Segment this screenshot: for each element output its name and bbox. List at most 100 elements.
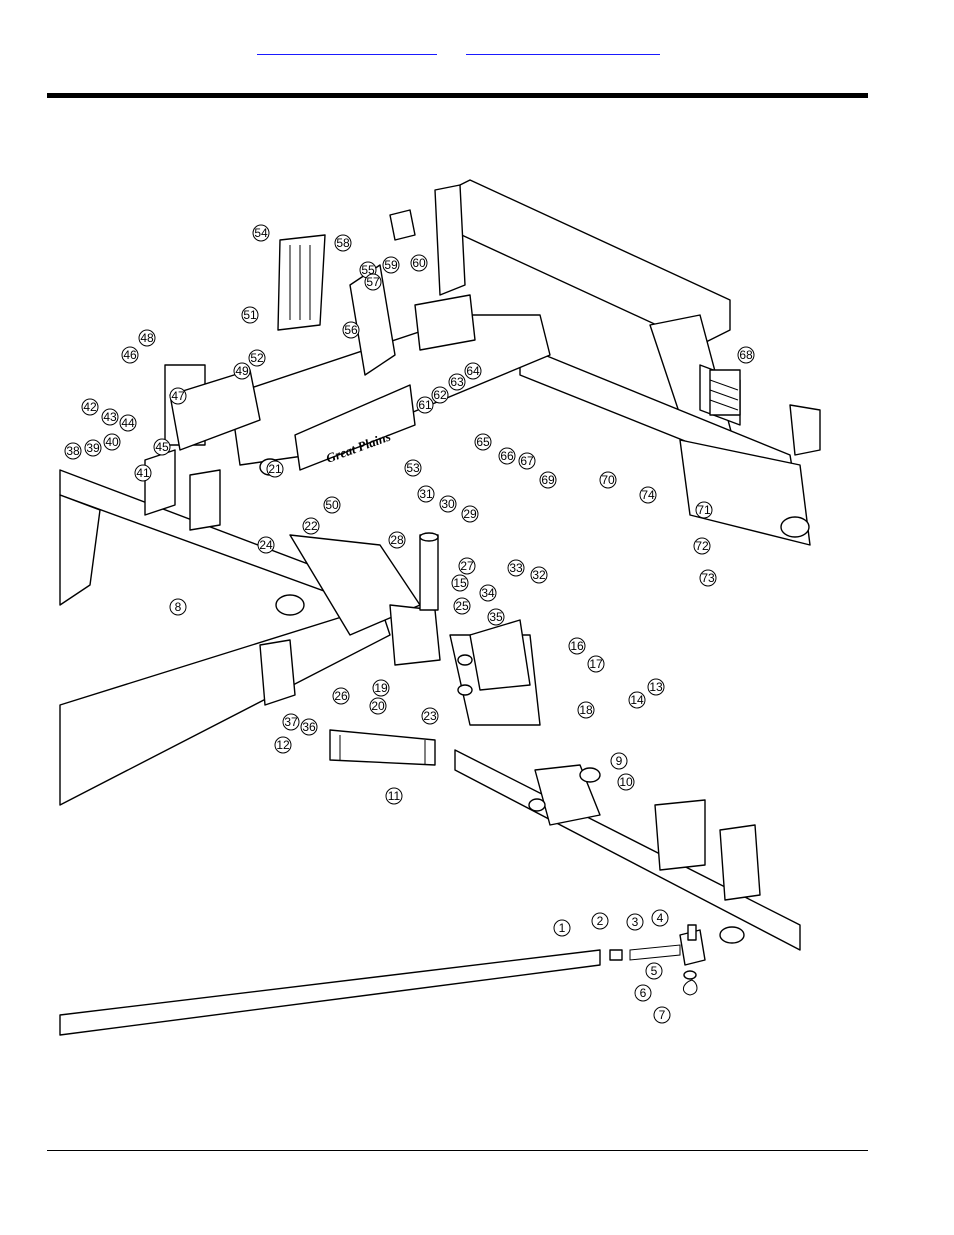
draw-bar: [59, 924, 706, 1036]
callout-62[interactable]: 62: [431, 386, 449, 404]
svg-text:17: 17: [589, 657, 603, 671]
callout-16[interactable]: 16: [568, 637, 586, 655]
callout-60[interactable]: 60: [410, 254, 428, 272]
callout-59[interactable]: 59: [382, 256, 400, 274]
callout-43[interactable]: 43: [101, 408, 119, 426]
callout-50[interactable]: 50: [323, 496, 341, 514]
callout-32[interactable]: 32: [530, 566, 548, 584]
svg-text:65: 65: [476, 435, 490, 449]
callout-63[interactable]: 63: [448, 373, 466, 391]
callout-19[interactable]: 19: [372, 679, 390, 697]
callout-24[interactable]: 24: [257, 536, 275, 554]
svg-text:41: 41: [136, 466, 150, 480]
callout-21[interactable]: 21: [266, 460, 284, 478]
callout-27[interactable]: 27: [458, 557, 476, 575]
callout-33[interactable]: 33: [507, 559, 525, 577]
callout-8[interactable]: 8: [169, 598, 187, 616]
callout-53[interactable]: 53: [404, 459, 422, 477]
callout-47[interactable]: 47: [169, 387, 187, 405]
callout-5[interactable]: 5: [645, 962, 663, 980]
callout-20[interactable]: 20: [369, 697, 387, 715]
svg-text:48: 48: [140, 331, 154, 345]
callout-29[interactable]: 29: [461, 505, 479, 523]
svg-text:73: 73: [701, 571, 715, 585]
callout-48[interactable]: 48: [138, 329, 156, 347]
callout-73[interactable]: 73: [699, 569, 717, 587]
svg-text:66: 66: [500, 449, 514, 463]
svg-text:14: 14: [630, 693, 644, 707]
callout-44[interactable]: 44: [119, 414, 137, 432]
svg-text:50: 50: [325, 498, 339, 512]
callout-46[interactable]: 46: [121, 346, 139, 364]
callout-64[interactable]: 64: [464, 362, 482, 380]
svg-text:29: 29: [463, 507, 477, 521]
callout-25[interactable]: 25: [453, 597, 471, 615]
callout-37[interactable]: 37: [282, 713, 300, 731]
svg-text:63: 63: [450, 375, 464, 389]
callout-28[interactable]: 28: [388, 531, 406, 549]
svg-text:45: 45: [155, 440, 169, 454]
header-link-1[interactable]: [257, 40, 437, 55]
callout-70[interactable]: 70: [599, 471, 617, 489]
right-wing: [454, 749, 801, 951]
callout-49[interactable]: 49: [233, 362, 251, 380]
callout-57[interactable]: 57: [364, 273, 382, 291]
callout-4[interactable]: 4: [651, 909, 669, 927]
callout-45[interactable]: 45: [153, 438, 171, 456]
callout-42[interactable]: 42: [81, 398, 99, 416]
svg-text:6: 6: [640, 986, 647, 1000]
svg-text:4: 4: [657, 911, 664, 925]
svg-text:46: 46: [123, 348, 137, 362]
callout-34[interactable]: 34: [479, 584, 497, 602]
callout-12[interactable]: 12: [274, 736, 292, 754]
header-rule: [47, 93, 868, 98]
callout-67[interactable]: 67: [518, 452, 536, 470]
callout-74[interactable]: 74: [639, 486, 657, 504]
svg-text:24: 24: [259, 538, 273, 552]
callout-15[interactable]: 15: [451, 574, 469, 592]
callout-71[interactable]: 71: [695, 501, 713, 519]
callout-9[interactable]: 9: [610, 752, 628, 770]
callout-65[interactable]: 65: [474, 433, 492, 451]
callout-35[interactable]: 35: [487, 608, 505, 626]
svg-text:1: 1: [559, 921, 566, 935]
callout-10[interactable]: 10: [617, 773, 635, 791]
svg-text:51: 51: [243, 308, 257, 322]
callout-68[interactable]: 68: [737, 346, 755, 364]
callout-52[interactable]: 52: [248, 349, 266, 367]
svg-text:36: 36: [302, 720, 316, 734]
callout-14[interactable]: 14: [628, 691, 646, 709]
callout-40[interactable]: 40: [103, 433, 121, 451]
svg-text:26: 26: [334, 689, 348, 703]
callout-72[interactable]: 72: [693, 537, 711, 555]
callout-2[interactable]: 2: [591, 912, 609, 930]
callout-1[interactable]: 1: [553, 919, 571, 937]
svg-text:34: 34: [481, 586, 495, 600]
callout-6[interactable]: 6: [634, 984, 652, 1002]
callout-61[interactable]: 61: [416, 396, 434, 414]
callout-23[interactable]: 23: [421, 707, 439, 725]
callout-11[interactable]: 11: [385, 787, 403, 805]
callout-56[interactable]: 56: [342, 321, 360, 339]
callout-66[interactable]: 66: [498, 447, 516, 465]
callout-41[interactable]: 41: [134, 464, 152, 482]
callout-17[interactable]: 17: [587, 655, 605, 673]
callout-3[interactable]: 3: [626, 913, 644, 931]
callout-22[interactable]: 22: [302, 517, 320, 535]
callout-26[interactable]: 26: [332, 687, 350, 705]
callout-58[interactable]: 58: [334, 234, 352, 252]
callout-30[interactable]: 30: [439, 495, 457, 513]
callout-31[interactable]: 31: [417, 485, 435, 503]
callout-54[interactable]: 54: [252, 224, 270, 242]
callout-38[interactable]: 38: [64, 442, 82, 460]
header-link-2[interactable]: [466, 40, 660, 55]
callout-69[interactable]: 69: [539, 471, 557, 489]
callout-36[interactable]: 36: [300, 718, 318, 736]
callout-13[interactable]: 13: [647, 678, 665, 696]
svg-text:5: 5: [651, 964, 658, 978]
callout-7[interactable]: 7: [653, 1006, 671, 1024]
callout-51[interactable]: 51: [241, 306, 259, 324]
parts-diagram: Great Plains: [59, 179, 821, 1036]
callout-18[interactable]: 18: [577, 701, 595, 719]
callout-39[interactable]: 39: [84, 439, 102, 457]
